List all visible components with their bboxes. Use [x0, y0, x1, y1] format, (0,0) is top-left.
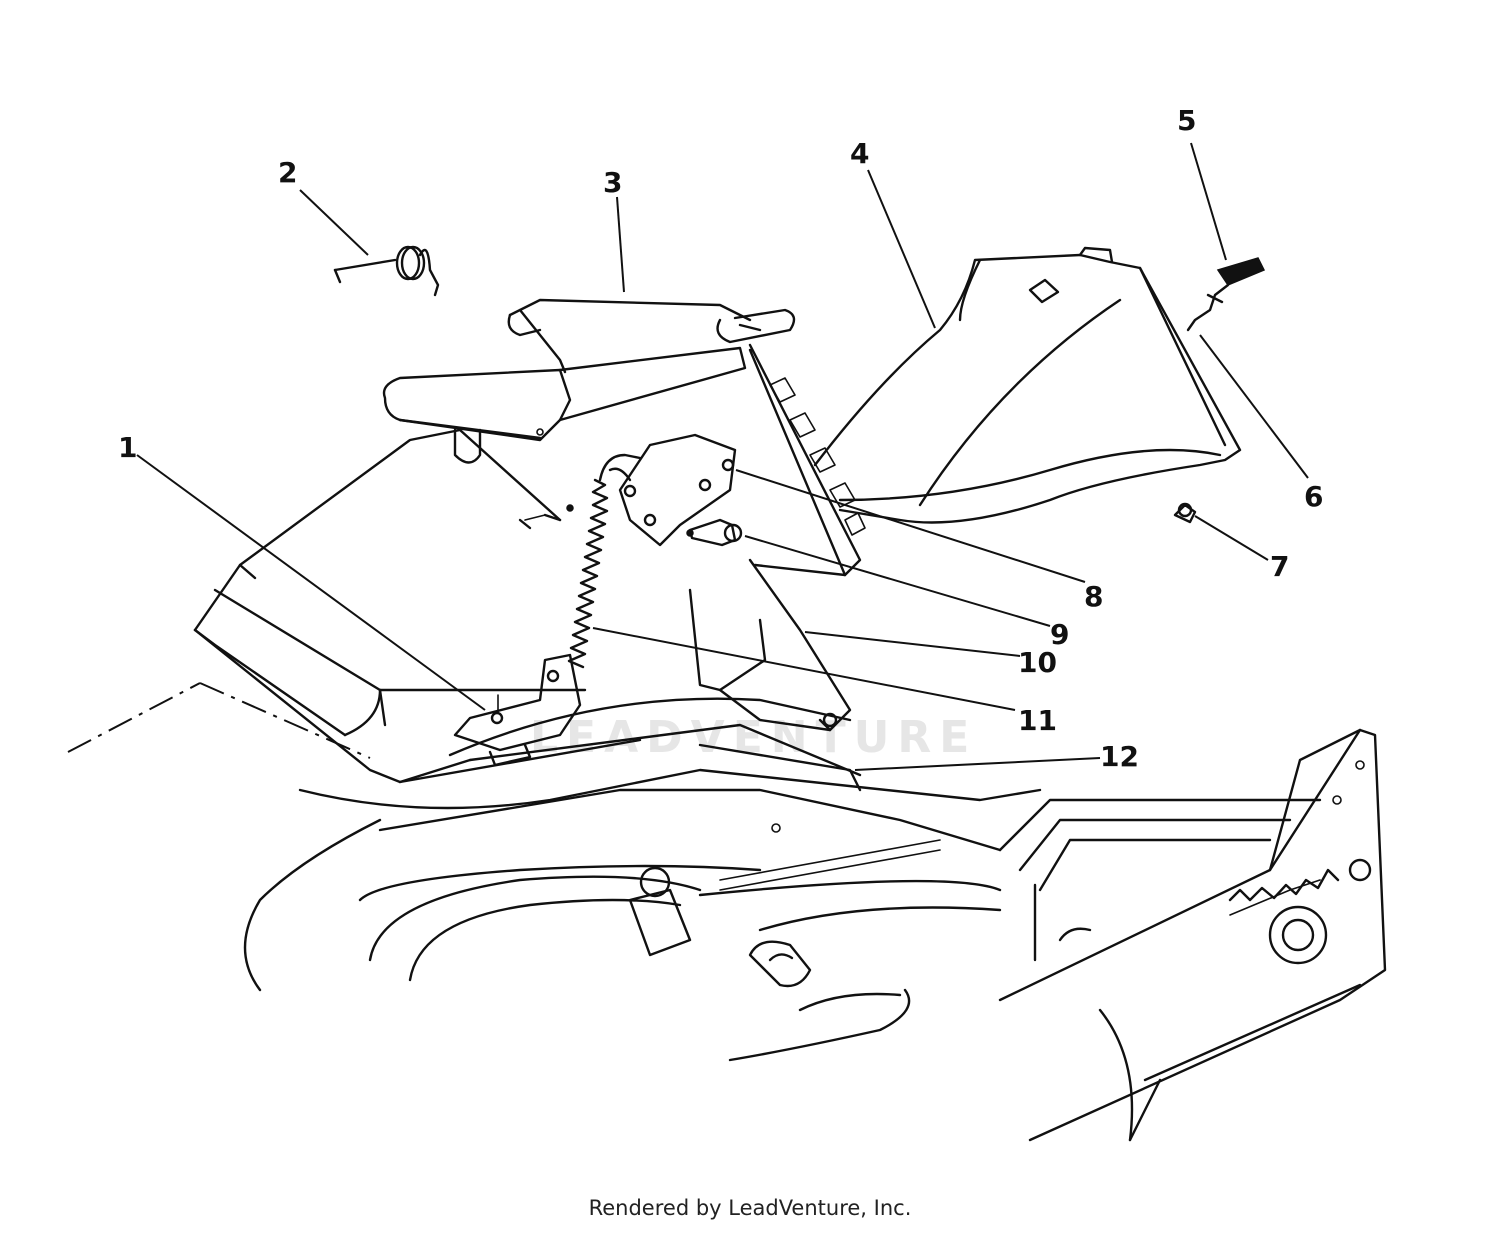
credit-line: Rendered by LeadVenture, Inc. — [588, 1196, 912, 1220]
leader-lines — [136, 142, 1309, 771]
retaining-pin — [1173, 502, 1197, 524]
callout-10: 10 — [1018, 646, 1057, 679]
callout-4: 4 — [850, 137, 869, 170]
callout-11: 11 — [1018, 704, 1057, 737]
callout-8: 8 — [1084, 580, 1103, 613]
watermark-text: LEADVENTURE — [530, 712, 977, 763]
callout-6: 6 — [1304, 480, 1323, 513]
callout-12: 12 — [1100, 740, 1139, 773]
callout-2: 2 — [278, 156, 297, 189]
callout-9: 9 — [1050, 618, 1069, 651]
mower-deck — [67, 682, 1387, 1142]
torsion-spring — [333, 245, 440, 297]
callout-1: 1 — [118, 431, 137, 464]
callout-5: 5 — [1177, 104, 1196, 137]
latch-handle — [1186, 257, 1266, 332]
callout-3: 3 — [603, 166, 622, 199]
spring-and-bracket — [453, 433, 852, 767]
deflector-panel — [813, 246, 1242, 524]
callout-labels: 1 2 3 4 5 6 7 8 9 10 11 12 — [118, 104, 1323, 773]
callout-7: 7 — [1270, 550, 1289, 583]
hinge-cover-assembly — [382, 298, 866, 577]
